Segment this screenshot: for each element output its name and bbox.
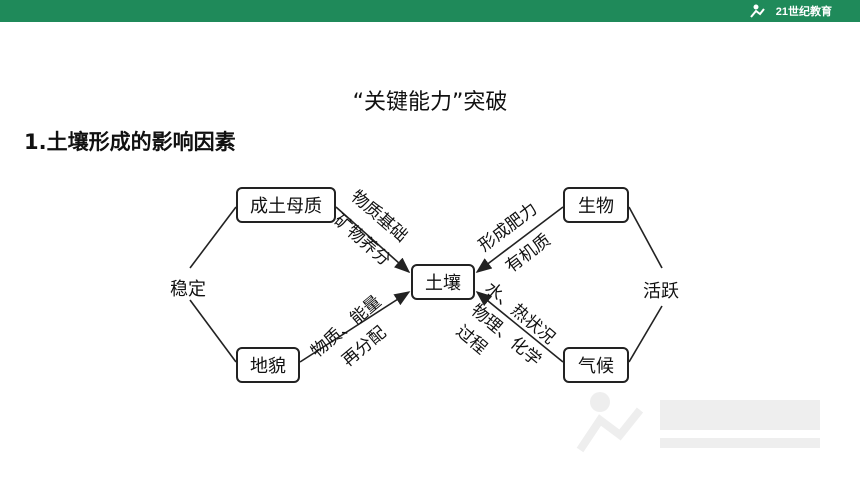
arrow-topography	[299, 291, 411, 363]
logo-text: 21世纪教育	[775, 6, 832, 18]
edge-left-top	[189, 206, 237, 269]
node-parent-material: 成土母质	[236, 187, 336, 223]
edge-right-bottom	[628, 305, 663, 363]
node-topography: 地貌	[236, 347, 300, 383]
watermark-logo-icon	[576, 392, 820, 453]
arrow-parent-material	[335, 206, 411, 274]
edge-left-bottom	[189, 299, 237, 363]
node-soil: 土壤	[411, 264, 475, 300]
side-label-active: 活跃	[643, 281, 679, 302]
arrow-biology	[475, 206, 564, 273]
section-heading: 1.土壤形成的影响因素	[24, 130, 236, 154]
side-label-stable: 稳定	[170, 279, 206, 300]
top-banner: 21世纪教育	[0, 0, 860, 22]
page-title: “关键能力”突破	[352, 90, 508, 115]
node-climate: 气候	[563, 347, 629, 383]
edge-right-top	[628, 206, 663, 269]
runner-logo-icon	[750, 4, 765, 18]
arrow-climate	[475, 290, 564, 363]
node-biology: 生物	[563, 187, 629, 223]
